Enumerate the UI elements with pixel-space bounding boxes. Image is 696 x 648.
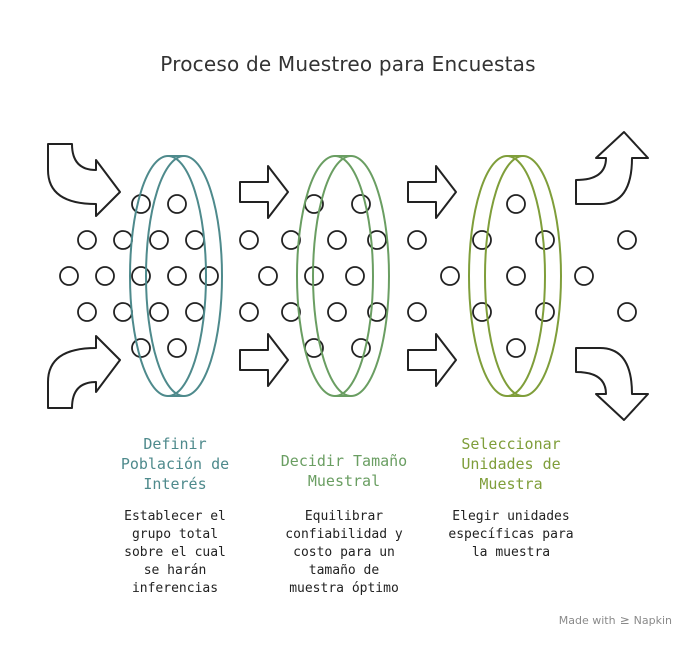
sample-dot bbox=[113, 230, 133, 250]
sample-dot bbox=[345, 266, 365, 286]
sample-dot bbox=[149, 302, 169, 322]
stage-3-ring bbox=[468, 155, 562, 397]
stage-3-description: Elegir unidades específicas para la mues… bbox=[448, 509, 574, 560]
sample-dot bbox=[185, 230, 205, 250]
sample-dot bbox=[617, 230, 637, 250]
sample-dot bbox=[95, 266, 115, 286]
sample-dot bbox=[535, 302, 555, 322]
sample-dot bbox=[131, 338, 151, 358]
brand-label: Napkin bbox=[633, 613, 672, 627]
arrow-right-icon bbox=[407, 165, 457, 219]
made-with-label: Made with bbox=[558, 613, 616, 627]
sample-dot bbox=[407, 302, 427, 322]
sample-dot bbox=[327, 302, 347, 322]
sample-dot bbox=[535, 230, 555, 250]
stage-1-description: Establecer el grupo total sobre el cual … bbox=[124, 509, 226, 596]
sample-dot bbox=[506, 194, 526, 214]
stage-2-description: Equilibrar confiabilidad y costo para un… bbox=[285, 509, 403, 596]
sample-dot bbox=[281, 230, 301, 250]
sample-dot bbox=[113, 302, 133, 322]
stage-1-ring bbox=[129, 155, 223, 397]
sample-dot bbox=[407, 230, 427, 250]
sample-dot bbox=[77, 230, 97, 250]
sample-dot bbox=[617, 302, 637, 322]
stage-2-ring bbox=[296, 155, 390, 397]
sample-dot bbox=[440, 266, 460, 286]
input-arrow-top-icon bbox=[47, 143, 121, 217]
sample-dot bbox=[131, 194, 151, 214]
footer-credit: Made with ≥ Napkin bbox=[559, 613, 672, 627]
arrow-right-icon bbox=[239, 165, 289, 219]
sample-dot bbox=[506, 266, 526, 286]
diagram-title: Proceso de Muestreo para Encuestas bbox=[160, 52, 536, 76]
sample-dot bbox=[131, 266, 151, 286]
sample-dot bbox=[167, 338, 187, 358]
sample-dot bbox=[167, 266, 187, 286]
stage-2-title: Decidir Tamaño Muestral bbox=[280, 452, 408, 490]
sample-dot bbox=[77, 302, 97, 322]
sample-dot bbox=[167, 194, 187, 214]
arrow-right-icon bbox=[407, 333, 457, 387]
sample-dot bbox=[506, 338, 526, 358]
sample-dot bbox=[258, 266, 278, 286]
sample-dot bbox=[281, 302, 301, 322]
output-arrow-top-icon bbox=[575, 131, 649, 205]
sample-dot bbox=[149, 230, 169, 250]
sample-dot bbox=[59, 266, 79, 286]
sample-dot bbox=[239, 230, 259, 250]
arrow-right-icon bbox=[239, 333, 289, 387]
input-arrow-bottom-icon bbox=[47, 335, 121, 409]
stage-3-title: Seleccionar Unidades de Muestra bbox=[461, 435, 561, 493]
sample-dot bbox=[327, 230, 347, 250]
stage-1-title: Definir Población de Interés bbox=[120, 435, 230, 493]
sample-dot bbox=[185, 302, 205, 322]
output-arrow-bottom-icon bbox=[575, 347, 649, 421]
sample-dot bbox=[239, 302, 259, 322]
napkin-logo-icon: ≥ bbox=[619, 613, 630, 627]
sample-dot bbox=[199, 266, 219, 286]
sample-dot bbox=[574, 266, 594, 286]
